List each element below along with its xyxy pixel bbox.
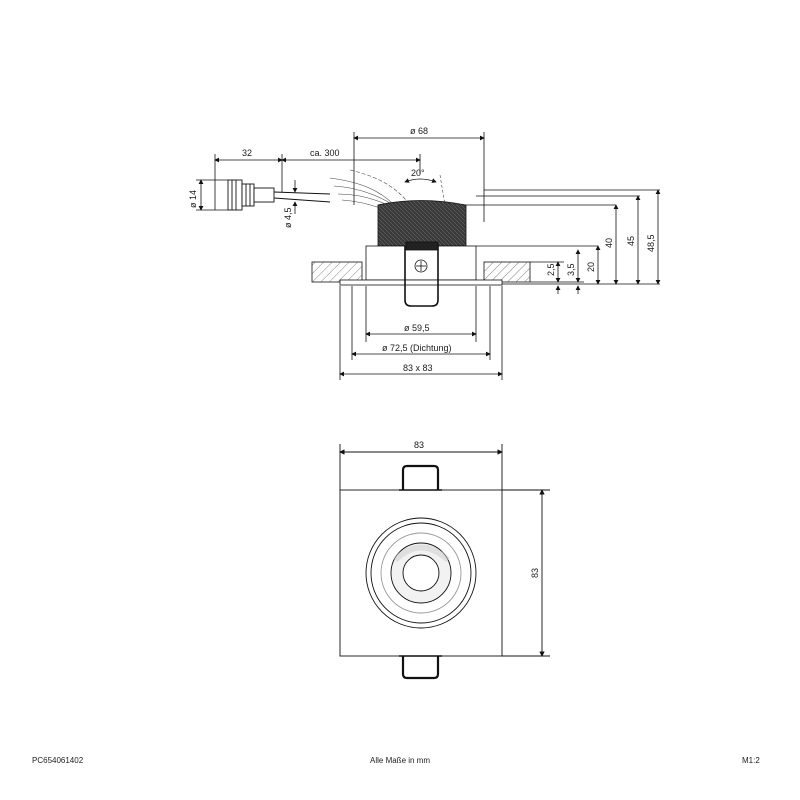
ceiling-right (483, 261, 531, 283)
dim-top-height: 83 (530, 568, 540, 578)
dim-d595: ø 59,5 (404, 323, 430, 333)
outer-ring (365, 517, 477, 629)
dim-d14: ø 14 (188, 190, 198, 208)
heatsink (377, 200, 467, 247)
dim-83x83: 83 x 83 (403, 363, 433, 373)
dim-d725: ø 72,5 (Dichtung) (382, 343, 452, 353)
flange (339, 279, 503, 286)
dim-25: 2,5 (546, 263, 556, 276)
dim-32: 32 (242, 148, 252, 158)
ring-2 (370, 522, 472, 624)
lens (402, 554, 440, 592)
dim-35: 3,5 (566, 263, 576, 276)
dim-top-width: 83 (414, 440, 424, 450)
dim-d68: ø 68 (410, 126, 428, 136)
bottom-clip (401, 656, 440, 680)
spring-clip (404, 246, 439, 307)
dim-485: 48,5 (646, 234, 656, 252)
clip-block (405, 241, 439, 251)
side-view (196, 132, 661, 380)
footer-units: Alle Maße in mm (370, 756, 431, 765)
dim-angle: 20° (411, 168, 425, 178)
top-view (339, 444, 550, 680)
footer-code: PC654061402 (32, 756, 84, 765)
dim-45: 45 (626, 236, 636, 246)
top-clip (401, 464, 440, 490)
dim-40: 40 (604, 238, 614, 248)
dim-ca300: ca. 300 (310, 148, 340, 158)
ring-3 (380, 532, 462, 614)
dim-20: 20 (586, 262, 596, 272)
dim-d45: ø 4,5 (283, 207, 293, 228)
ceiling-left (311, 261, 363, 283)
cable-connector (227, 179, 331, 211)
footer-page: M1:2 (742, 756, 760, 765)
